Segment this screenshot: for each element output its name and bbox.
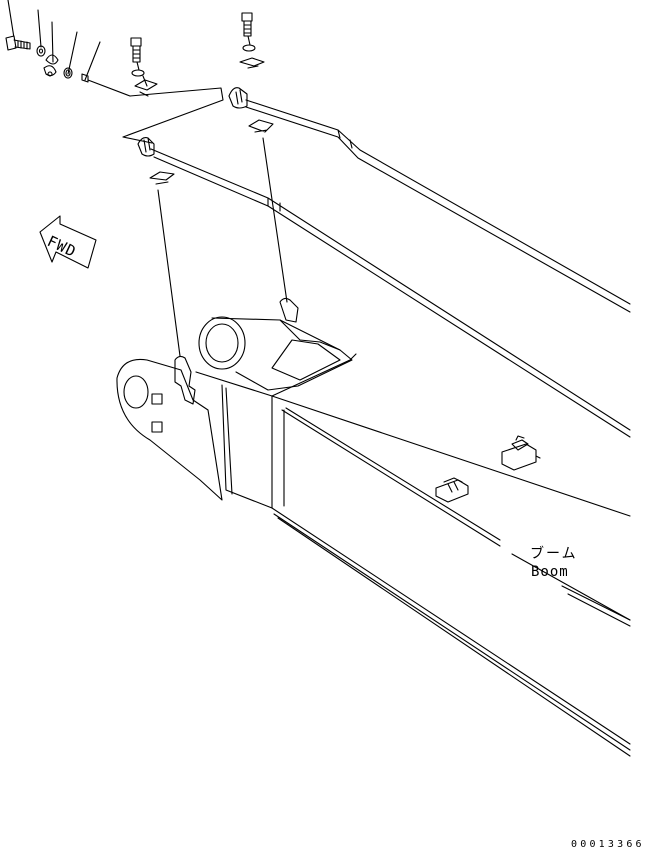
lower-clip-front <box>150 172 174 184</box>
front-bracket <box>175 356 195 404</box>
boom-foot-right-boss <box>199 298 352 390</box>
boom-clamp-upper <box>502 436 540 470</box>
front-clamp <box>138 138 154 156</box>
washer-icon <box>37 46 45 56</box>
boom-foot-left-boss <box>117 356 222 500</box>
clip-bracket <box>135 80 157 96</box>
pipe-front <box>151 149 630 437</box>
boom-body <box>196 354 630 756</box>
rear-bracket <box>280 298 298 322</box>
cap-icon <box>82 74 88 82</box>
drawing-number: 00013366 <box>571 839 645 850</box>
boom-label-en: Boom <box>531 564 569 580</box>
bolt-icon <box>6 36 30 50</box>
front-bolt <box>131 38 147 86</box>
rear-bolt <box>242 13 255 51</box>
rear-clip-bracket <box>240 58 264 68</box>
rear-clamp <box>229 88 247 108</box>
spacer-icon <box>64 68 72 78</box>
mounting-plate <box>123 88 223 143</box>
fastener-set-top-left <box>6 0 130 96</box>
pipe-rear <box>246 100 630 312</box>
lower-clip-rear <box>249 120 273 132</box>
leader-rear <box>263 138 287 302</box>
clamp-icon <box>44 55 58 76</box>
leader-front <box>158 190 180 356</box>
fwd-arrow-icon <box>40 216 96 268</box>
boom-label-jp: ブーム <box>530 546 578 562</box>
boom-clamp-lower <box>436 478 468 502</box>
